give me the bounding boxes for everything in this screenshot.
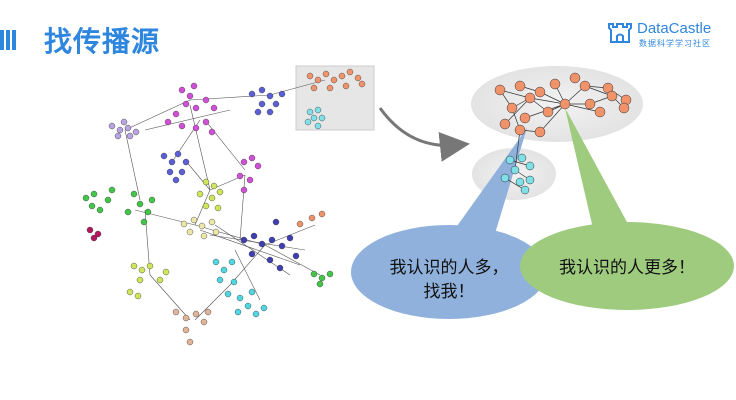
- logo-tagline: 数据科学学习社区: [639, 39, 711, 48]
- arrow-icon: [378, 107, 470, 162]
- left-bubble-line2: 找我！: [423, 282, 475, 302]
- title-bars-decoration: [0, 30, 22, 50]
- castle-icon: [608, 23, 632, 43]
- right-bubble-text: 我认识的人更多！: [537, 256, 717, 280]
- left-bubble-line1: 我认识的人多，: [389, 258, 509, 278]
- datacastle-logo: DataCastle 数据科学学习社区: [607, 20, 727, 52]
- network-nodes: [82, 68, 366, 346]
- right-bubble-line1: 我认识的人更多！: [559, 258, 695, 278]
- left-bubble-text: 我认识的人多， 找我！: [369, 256, 529, 304]
- left-bubble-tail: [440, 128, 527, 250]
- right-speech-bubble: [520, 222, 734, 310]
- zoomed-cyan-nodes: [500, 153, 535, 195]
- zoomed-orange-nodes: [494, 72, 632, 138]
- logo-name: DataCastle: [637, 20, 712, 37]
- left-speech-bubble: [351, 225, 547, 319]
- core-group-ellipse: [471, 66, 643, 142]
- right-bubble-tail: [565, 108, 640, 250]
- page-title: 找传播源: [44, 25, 161, 58]
